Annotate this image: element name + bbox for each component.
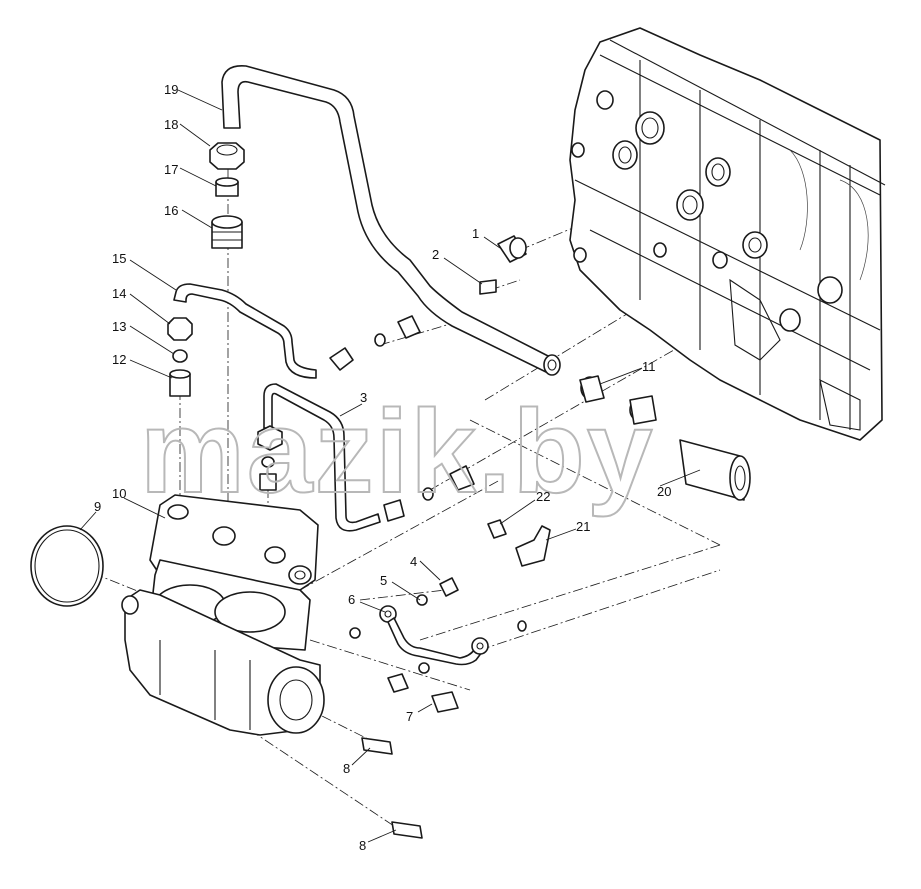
- engine-block: [569, 27, 886, 441]
- callout-3: 3: [360, 390, 367, 405]
- callout-numbers: 1 2 3 4 5 6 7 8 8 9 10 11 12 14 13 15 16…: [94, 82, 671, 853]
- callout-18: 18: [164, 117, 178, 132]
- callout-10: 10: [112, 486, 126, 501]
- o-ring-9: [30, 525, 104, 607]
- pipe-6: [349, 577, 527, 839]
- delivery-pipe: [221, 65, 561, 376]
- callout-9: 9: [94, 499, 101, 514]
- callout-11: 11: [642, 359, 656, 374]
- callout-22: 22: [536, 489, 550, 504]
- fitting-stack-left: [167, 317, 193, 397]
- callout-20: 20: [657, 484, 671, 499]
- callout-2: 2: [432, 247, 439, 262]
- callout-17: 17: [164, 162, 178, 177]
- callout-15: 15: [112, 251, 126, 266]
- callout-leaders: [79, 89, 701, 843]
- callout-6: 6: [348, 592, 355, 607]
- callout-4: 4: [410, 554, 417, 569]
- callout-12: 12: [112, 352, 126, 367]
- watermark: mazik.by: [140, 386, 654, 518]
- nut-18: [209, 142, 245, 170]
- callout-16: 16: [164, 203, 178, 218]
- callout-5: 5: [380, 573, 387, 588]
- right-side-parts: [479, 235, 751, 567]
- callout-14: 14: [112, 286, 126, 301]
- callout-1: 1: [472, 226, 479, 241]
- callout-13: 13: [112, 319, 126, 334]
- callout-19: 19: [164, 82, 178, 97]
- callout-8-lower: 8: [359, 838, 366, 853]
- assembly-lines: [59, 150, 721, 831]
- callout-7: 7: [406, 709, 413, 724]
- fitting-stack: [209, 142, 245, 249]
- compressor: [121, 494, 325, 736]
- callout-8-upper: 8: [343, 761, 350, 776]
- small-pipe-15: [173, 283, 421, 379]
- callout-21: 21: [576, 519, 590, 534]
- pipe-3: [257, 383, 475, 532]
